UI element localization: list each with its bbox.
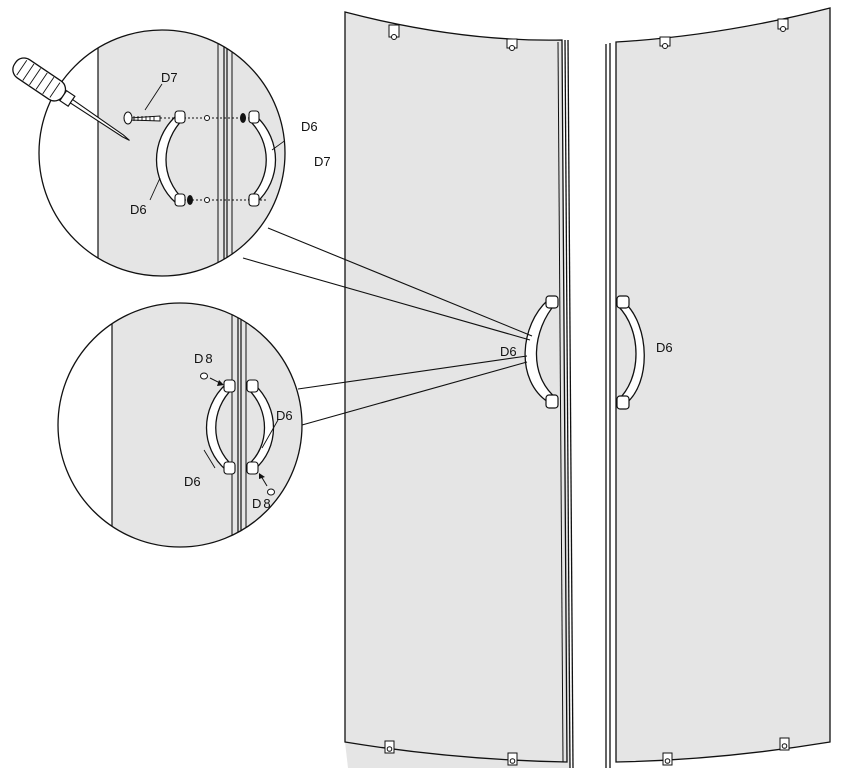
top-hinge-left-2 xyxy=(506,38,518,51)
label-d8-lower: D8 xyxy=(252,496,273,511)
bottom-hinge-left-1 xyxy=(384,740,395,754)
label-d6-top-left: D6 xyxy=(130,202,147,217)
right-glass-panel xyxy=(605,7,831,768)
label-d8-upper: D8 xyxy=(194,351,215,366)
label-d6-top-right: D6 xyxy=(301,119,318,134)
bottom-hinge-right-2 xyxy=(779,737,790,751)
top-hinge-right-2 xyxy=(777,18,789,32)
bottom-detail-circle xyxy=(57,302,303,548)
label-d6-bottom-left: D6 xyxy=(184,474,201,489)
left-glass-panel xyxy=(344,11,574,768)
label-d6-door-left: D6 xyxy=(500,344,517,359)
label-d7-right: D7 xyxy=(314,154,331,169)
part-labels: D7 D6 D7 D6 D6 D6 D8 D6 D6 D8 xyxy=(130,70,673,511)
top-hinge-right-1 xyxy=(659,36,671,49)
left-door-handle xyxy=(524,295,559,409)
top-detail-circle xyxy=(38,29,286,277)
callout-lines xyxy=(242,227,533,426)
right-door-handle xyxy=(616,295,645,410)
label-d6-door-right: D6 xyxy=(656,340,673,355)
label-d7-top: D7 xyxy=(161,70,178,85)
screwdriver-icon xyxy=(12,57,130,141)
bottom-hinge-right-1 xyxy=(662,752,673,766)
top-hinge-left-1 xyxy=(388,24,400,40)
bottom-hinge-left-2 xyxy=(507,752,518,766)
label-d6-bottom-right: D6 xyxy=(276,408,293,423)
